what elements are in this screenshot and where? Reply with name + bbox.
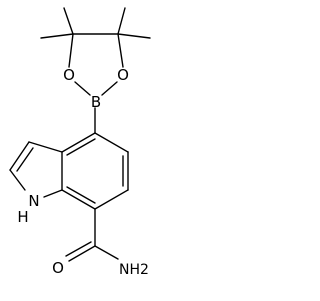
bond: [74, 81, 91, 96]
bond: [68, 245, 96, 262]
bond: [61, 132, 96, 153]
bond: [94, 245, 119, 260]
bond: [63, 7, 74, 35]
atom-label-amide-nh2: NH2: [119, 262, 149, 278]
bond: [43, 189, 63, 198]
bond: [94, 189, 129, 210]
bond: [61, 189, 96, 210]
bond: [16, 147, 34, 172]
bond: [9, 169, 26, 191]
bond: [9, 141, 30, 171]
bond: [117, 33, 124, 68]
structure-canvas: O O B H N O NH2: [0, 0, 160, 296]
atom-label-amide-oxygen: O: [52, 259, 64, 277]
bond: [66, 186, 96, 204]
atom-label-indole-h: H: [17, 208, 28, 226]
atom-label-boron: B: [91, 93, 101, 111]
bond: [66, 138, 96, 156]
bond: [101, 81, 118, 96]
atom-label-oxygen-left: O: [63, 66, 75, 84]
atom-label-indole-n: N: [28, 192, 39, 210]
bond: [65, 241, 92, 257]
bond: [68, 33, 74, 68]
atom-label-oxygen-right: O: [117, 66, 129, 84]
molecule-structure: O O B H N O NH2: [9, 7, 151, 278]
bond: [40, 33, 74, 39]
bond: [28, 141, 63, 153]
bond: [94, 132, 129, 153]
bond: [117, 33, 151, 39]
bond: [117, 7, 126, 35]
